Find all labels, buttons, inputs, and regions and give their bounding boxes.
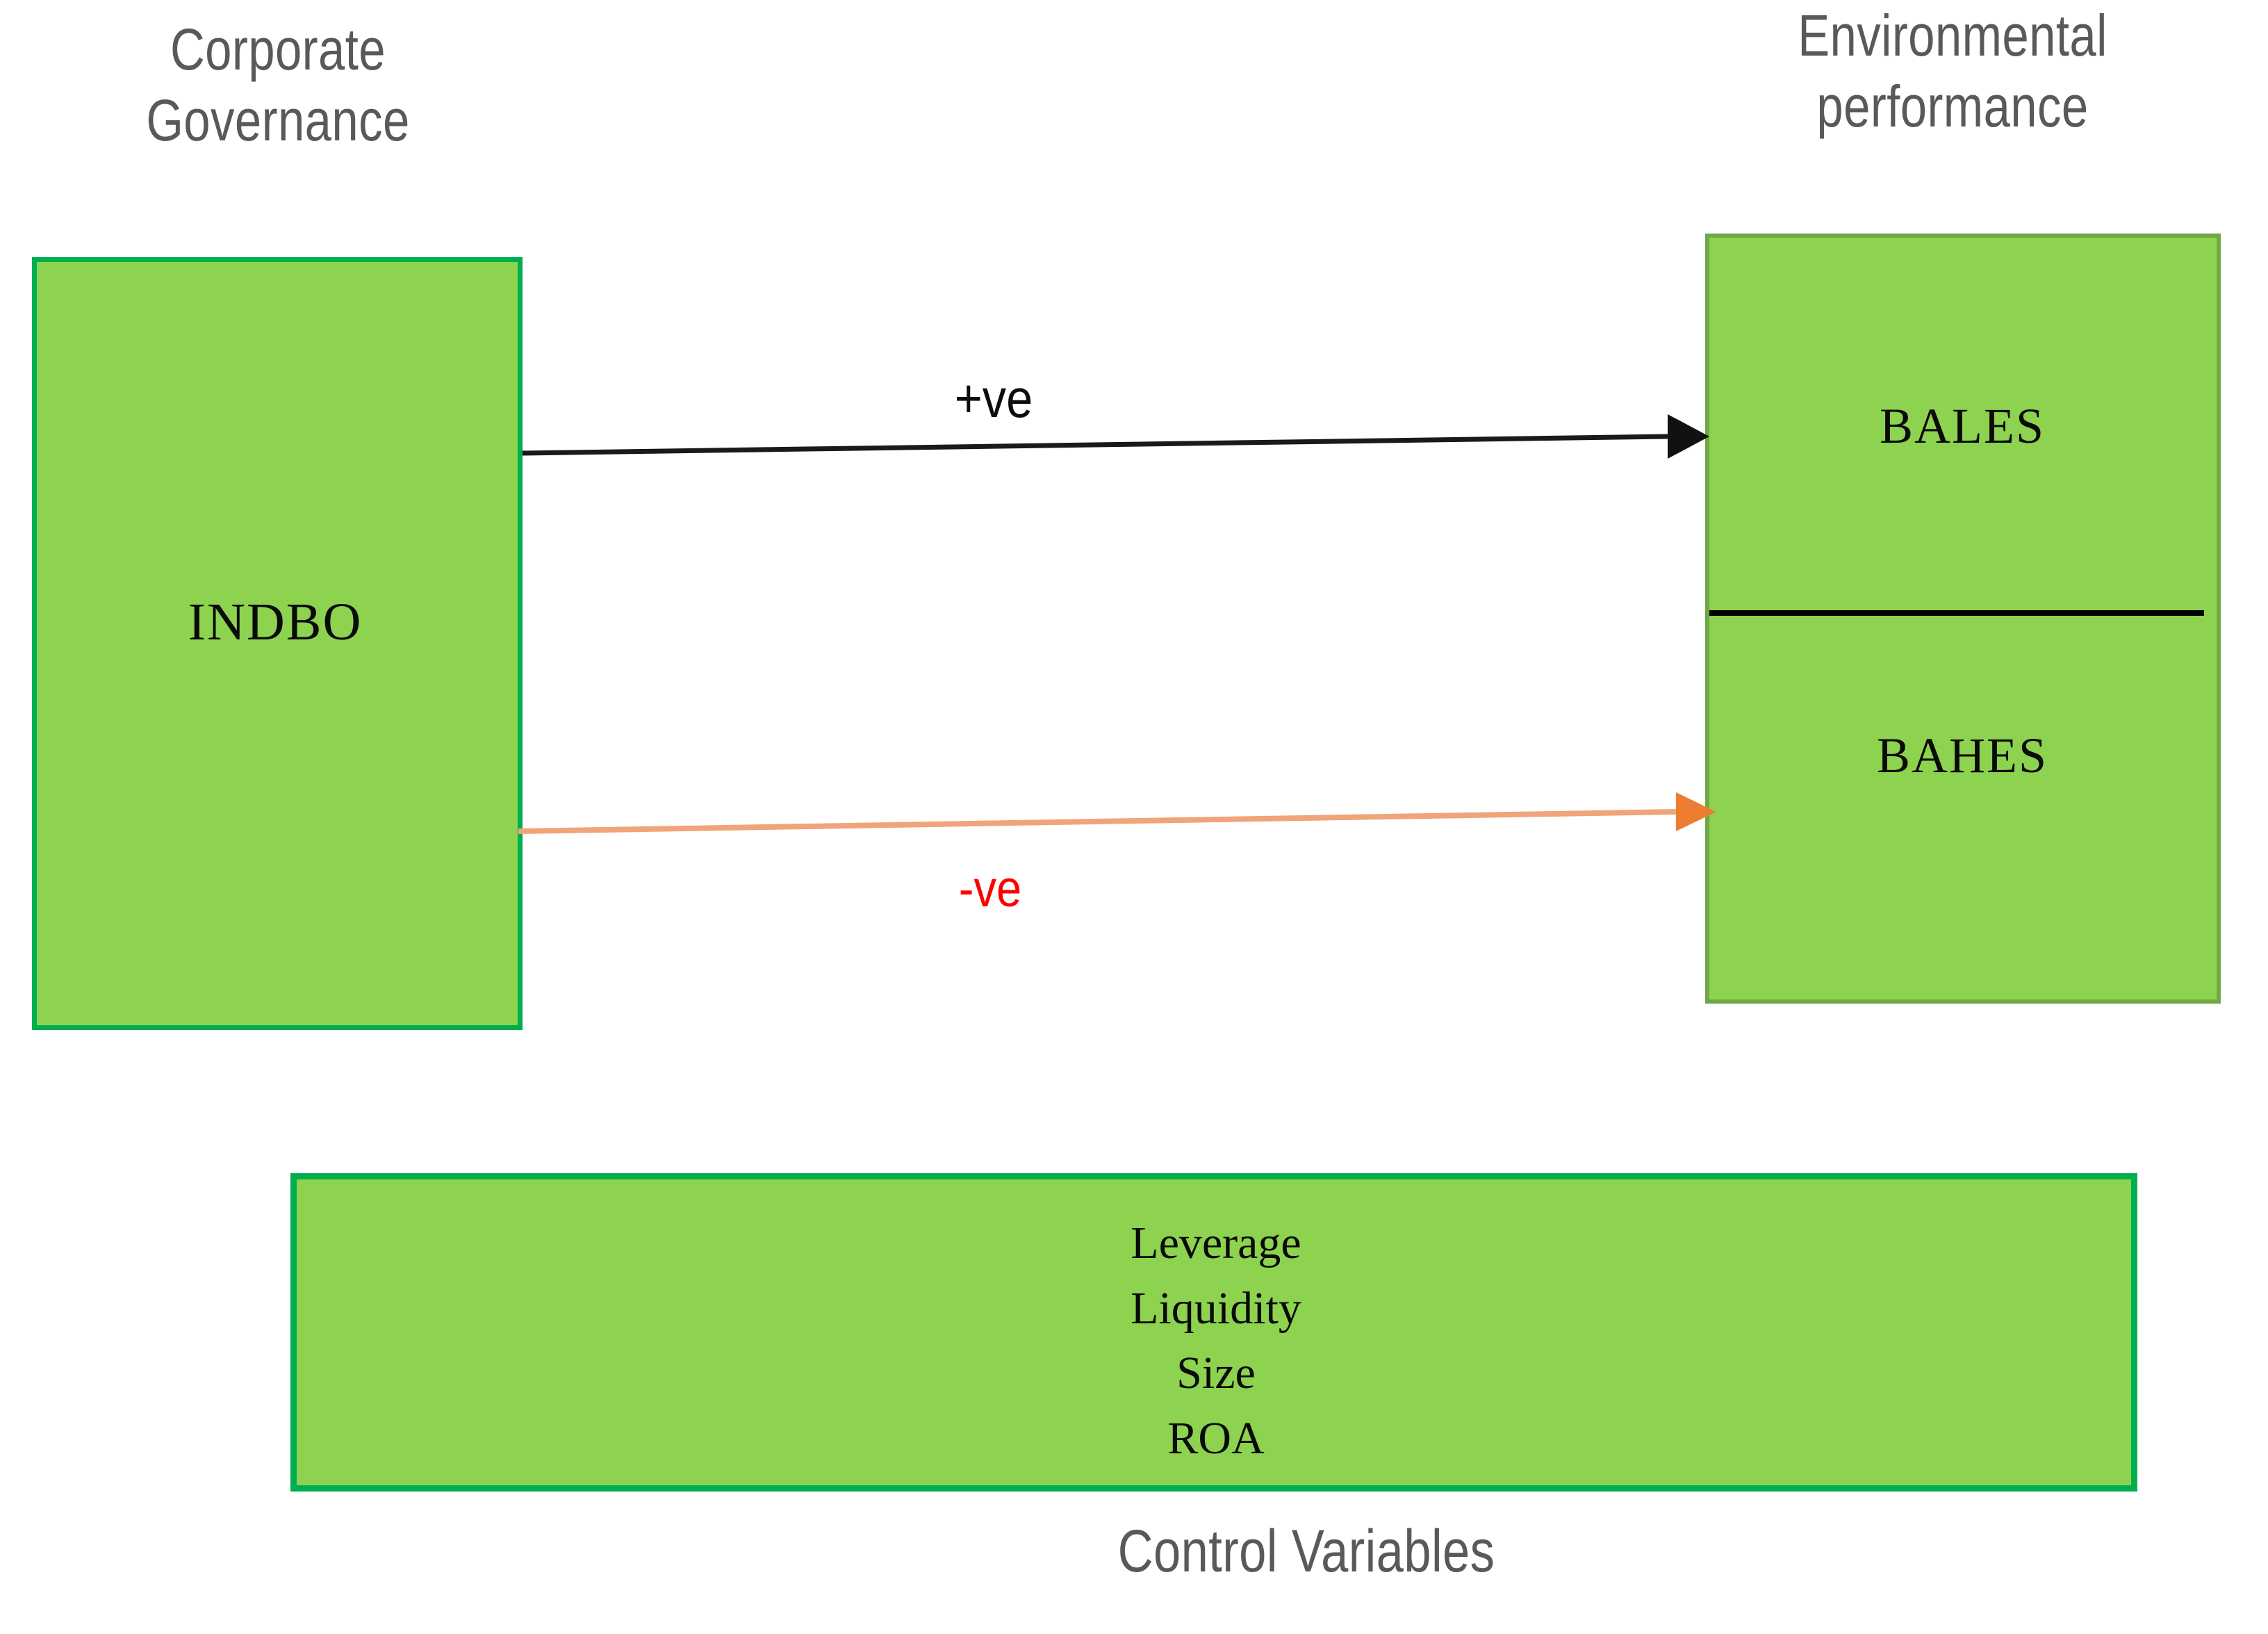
caption-control-variables: Control Variables [1117,1518,1495,1585]
arrow-negative-line [518,809,1677,834]
control-variable-item: Liquidity [1131,1282,1301,1334]
node-box-control-variables [290,1173,2137,1492]
node-box-indbo [32,257,523,1030]
node-label-indbo: INDBO [188,593,363,651]
arrow-positive-head [1668,414,1709,459]
control-variable-item: Size [1176,1348,1256,1399]
node-box-environmental-performance [1705,234,2221,1004]
arrow-positive [522,414,1709,459]
control-variable-item: Leverage [1131,1218,1301,1268]
arrow-label-positive: +ve [954,368,1033,429]
arrow-positive-line [522,434,1668,456]
node-label-bales: BALES [1879,398,2046,454]
arrow-negative [518,792,1716,834]
heading-environmental-performance: Environmental performance [1798,3,2107,140]
heading-corporate-governance: Corporate Governance [146,17,410,154]
arrow-label-negative: -ve [958,860,1022,917]
control-variables-list: Leverage Liquidity Size ROA [834,1211,1598,1471]
control-variable-item: ROA [1167,1413,1265,1464]
divider-line [1709,610,2204,616]
node-label-bahes: BAHES [1876,728,2048,783]
